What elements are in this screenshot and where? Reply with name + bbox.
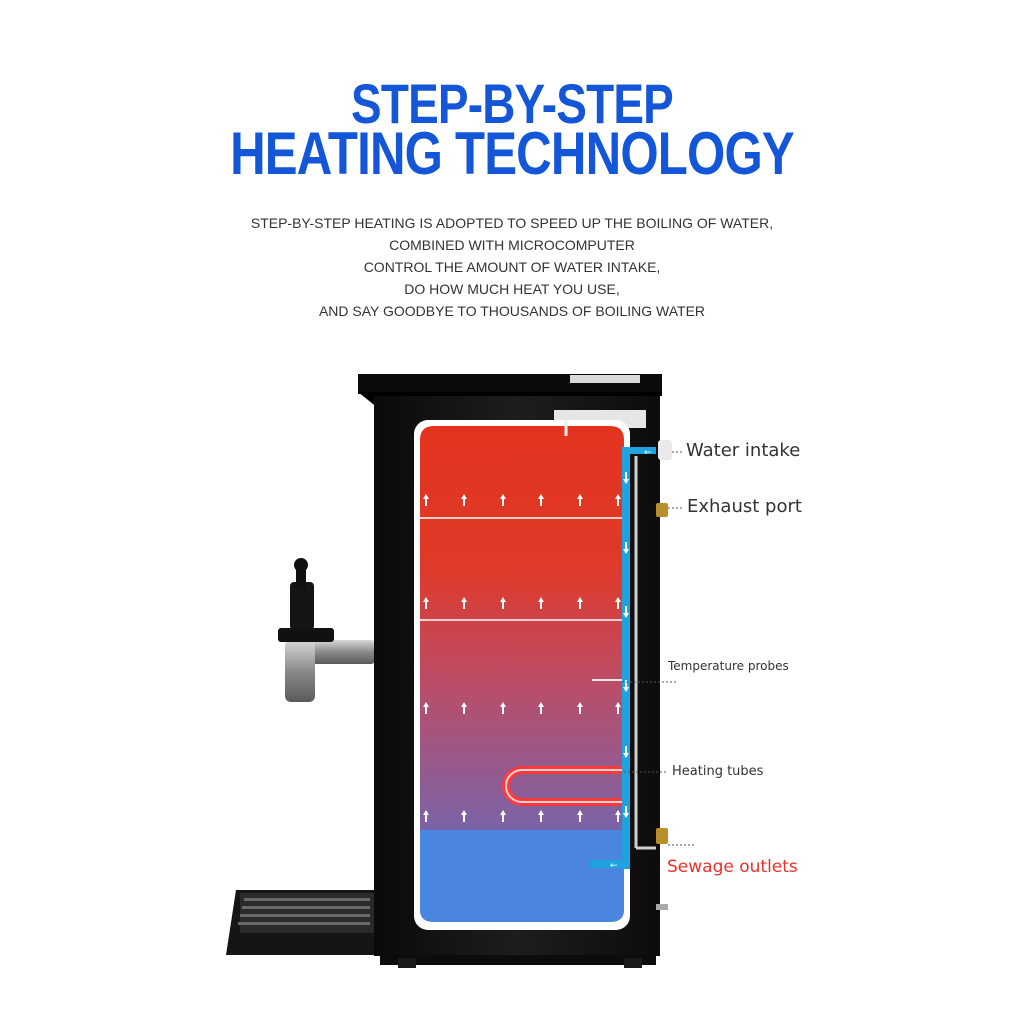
exhaust-port-fitting	[656, 503, 668, 517]
description: STEP-BY-STEP HEATING IS ADOPTED TO SPEED…	[0, 212, 1024, 322]
water-intake-label: Water intake	[686, 440, 801, 461]
down-arrow-icon	[623, 746, 629, 758]
up-arrow-icon	[577, 597, 583, 609]
water-intake-fitting	[658, 440, 672, 460]
up-arrow-icon	[615, 494, 621, 506]
down-arrow-icon	[623, 806, 629, 818]
up-arrow-icon	[615, 702, 621, 714]
faucet	[278, 558, 375, 702]
description-line: CONTROL THE AMOUNT OF WATER INTAKE,	[363, 259, 661, 275]
water-flow-pipe	[590, 447, 656, 869]
up-arrow-icon	[577, 810, 583, 822]
down-arrow-icon	[623, 542, 629, 554]
up-arrow-icon	[500, 810, 506, 822]
up-arrow-icon	[577, 702, 583, 714]
temperature-probes-label: Temperature probes	[668, 659, 789, 673]
heating-tubes-label: Heating tubes	[672, 764, 764, 779]
up-arrow-icon	[538, 810, 544, 822]
exhaust-port-label: Exhaust port	[687, 496, 802, 517]
up-arrow-icon	[423, 702, 429, 714]
up-arrow-icon	[461, 597, 467, 609]
up-arrow-icon	[615, 597, 621, 609]
heading-line-2: HEATING TECHNOLOGY	[230, 120, 795, 187]
up-arrow-icon	[500, 494, 506, 506]
up-arrow-icon	[461, 810, 467, 822]
callout-leaders	[622, 451, 694, 846]
water-tank-cutaway	[414, 420, 630, 930]
sewage-outlets-label: Sewage outlets	[667, 857, 798, 877]
up-arrow-icon	[423, 810, 429, 822]
description-line: AND SAY GOODBYE TO THOUSANDS OF BOILING …	[318, 303, 706, 319]
up-arrow-icon	[615, 810, 621, 822]
up-arrow-icon	[538, 702, 544, 714]
up-arrow-icon	[461, 494, 467, 506]
up-arrow-icon	[461, 702, 467, 714]
left-arrow-icon: ←	[644, 448, 652, 458]
flow-down-arrows	[623, 472, 629, 818]
left-arrow-icon: ←	[610, 861, 618, 871]
up-arrow-icon	[538, 597, 544, 609]
up-arrow-icon	[500, 597, 506, 609]
description-line: COMBINED WITH MICROCOMPUTER	[389, 237, 635, 253]
up-arrow-icon	[423, 494, 429, 506]
up-arrow-icon	[423, 597, 429, 609]
description-line: STEP-BY-STEP HEATING IS ADOPTED TO SPEED…	[250, 215, 774, 231]
up-arrow-icon	[577, 494, 583, 506]
down-arrow-icon	[623, 472, 629, 484]
down-arrow-icon	[623, 680, 629, 692]
sewage-outlet-fitting	[656, 828, 668, 844]
description-line: DO HOW MUCH HEAT YOU USE,	[404, 281, 620, 297]
heat-rise-arrows	[423, 494, 621, 822]
drip-tray	[226, 890, 380, 955]
up-arrow-icon	[500, 702, 506, 714]
down-arrow-icon	[623, 606, 629, 618]
heading-line-1: STEP-BY-STEP	[351, 72, 674, 135]
up-arrow-icon	[538, 494, 544, 506]
